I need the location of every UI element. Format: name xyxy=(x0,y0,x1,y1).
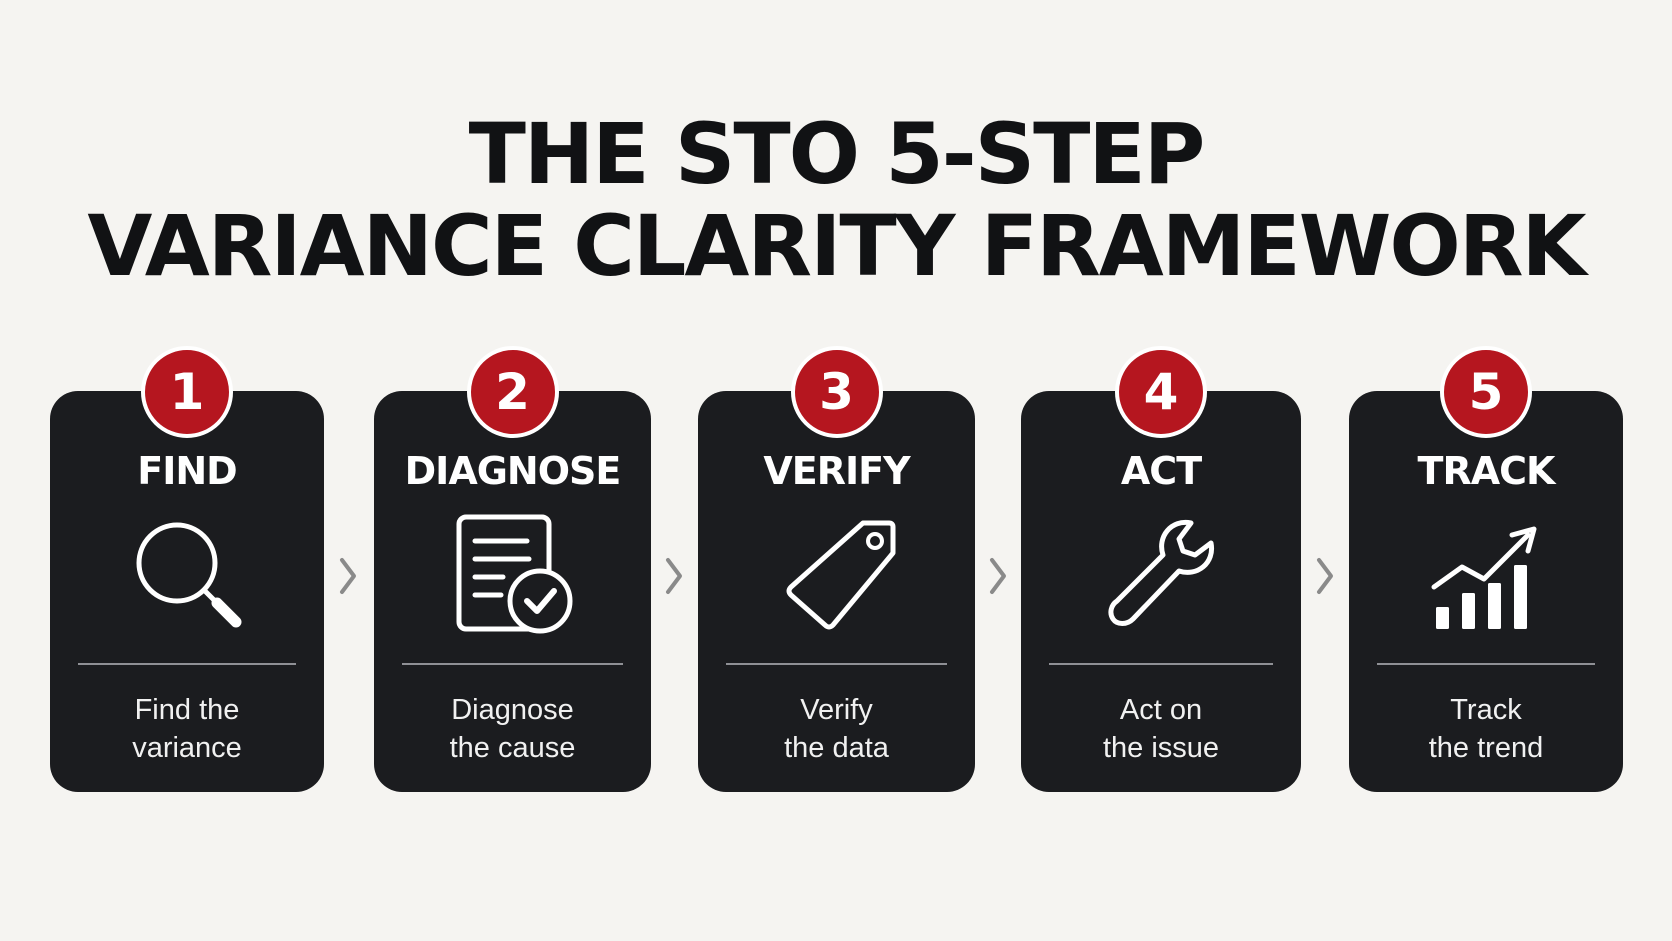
step-number-badge: 1 xyxy=(141,346,233,438)
step-card-track: 5 TRACK Track the trend xyxy=(1349,346,1623,792)
step-description: Track the trend xyxy=(1428,694,1544,764)
chevron-right-icon xyxy=(662,552,686,600)
card-divider xyxy=(726,663,947,665)
step-description: Find the variance xyxy=(132,694,242,764)
step-number-badge: 3 xyxy=(790,346,883,438)
step-title: FIND xyxy=(137,449,237,493)
chevron-right-icon xyxy=(1313,552,1337,600)
chevron-right-icon xyxy=(336,552,360,600)
step-number-badge: 2 xyxy=(466,346,559,438)
card-divider xyxy=(1377,663,1595,665)
step-card-diagnose: 2 DIAGNOSE Diagnose the cause xyxy=(374,346,651,792)
card-divider xyxy=(1049,663,1273,665)
step-title: ACT xyxy=(1120,449,1202,493)
card-divider xyxy=(78,663,296,665)
wrench-icon xyxy=(1099,513,1223,637)
step-description: Verify the data xyxy=(784,694,889,764)
step-title: DIAGNOSE xyxy=(404,449,622,493)
page-title: THE STO 5-STEP VARIANCE CLARITY FRAMEWOR… xyxy=(0,108,1672,292)
title-line-1: THE STO 5-STEP xyxy=(468,105,1206,203)
trend-chart-icon xyxy=(1424,513,1548,637)
chevron-right-icon xyxy=(986,552,1010,600)
step-number-badge: 4 xyxy=(1115,346,1207,438)
step-description: Act on the issue xyxy=(1102,694,1220,764)
title-line-2: VARIANCE CLARITY FRAMEWORK xyxy=(87,197,1586,295)
card-divider xyxy=(402,663,623,665)
step-title: VERIFY xyxy=(763,449,910,493)
step-card-find: 1 FIND Find the variance xyxy=(50,346,324,792)
magnifier-icon xyxy=(125,513,249,637)
document-check-icon xyxy=(451,513,575,637)
step-number-badge: 5 xyxy=(1440,346,1532,438)
step-card-act: 4 ACT Act on the issue xyxy=(1021,346,1301,792)
step-description: Diagnose the cause xyxy=(449,694,576,764)
tag-icon xyxy=(775,513,899,637)
step-card-verify: 3 VERIFY Verify the data xyxy=(698,346,975,792)
step-title: TRACK xyxy=(1417,449,1556,493)
